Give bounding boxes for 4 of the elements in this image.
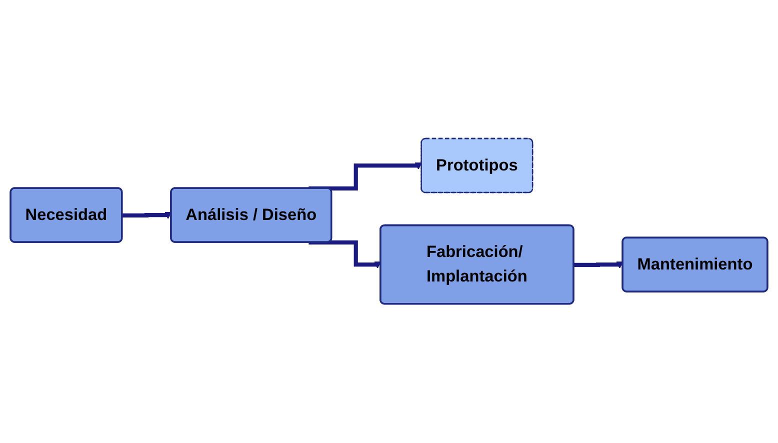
arrow — [308, 162, 422, 191]
arrow — [308, 240, 382, 269]
arrow — [122, 212, 172, 220]
arrow — [574, 262, 624, 269]
